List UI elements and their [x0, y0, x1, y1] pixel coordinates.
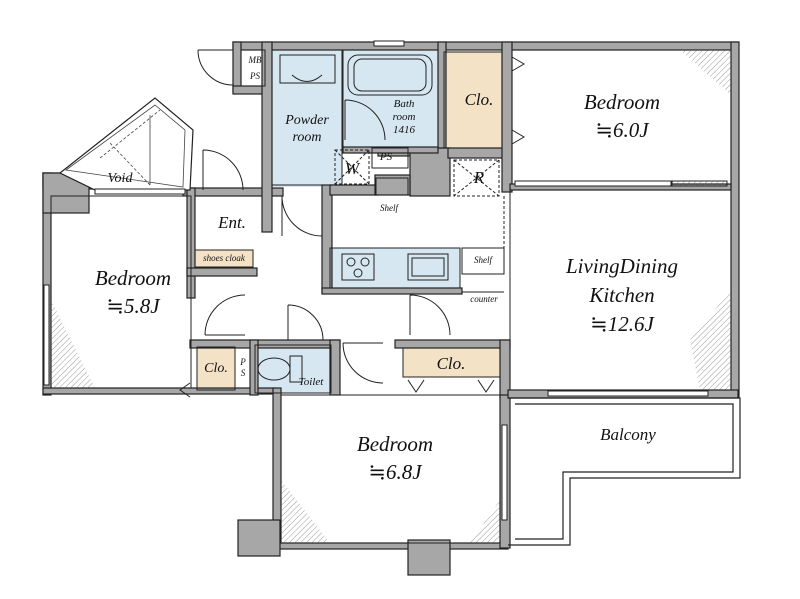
ps-toilet-label-2: S: [240, 368, 246, 378]
ps-toilet-label-1: P: [240, 357, 246, 367]
bedroom-ne-name: Bedroom: [583, 90, 661, 114]
hatches: [51, 50, 731, 543]
closet-mid-fill: [403, 348, 500, 377]
doors: [179, 49, 525, 398]
ldk-size: ≒12.6J: [590, 312, 654, 336]
entrance-name: Ent.: [218, 213, 246, 232]
ldk-name-line1: LivingDining: [565, 254, 679, 278]
room-outlines: [50, 49, 732, 544]
shoes-cloak-fill: [195, 250, 253, 267]
powder-line1: Powder: [285, 113, 329, 128]
powder-fill: [272, 47, 342, 187]
bedroom-s-name: Bedroom: [356, 432, 434, 456]
toilet-fill: [255, 345, 331, 393]
shelf-kitchen-label: Shelf: [474, 255, 492, 265]
mb-label-2: PS: [250, 71, 260, 81]
bedroom-s-size: ≒6.8J: [368, 460, 422, 484]
closet-top-label: Clo.: [464, 90, 494, 109]
mb-label-1: MB: [248, 55, 262, 65]
closet-mid-label: Clo.: [436, 354, 466, 373]
counter-label: counter: [470, 294, 498, 304]
toilet-name: Toilet: [298, 376, 324, 388]
bedroom-w-size: ≒5.8J: [106, 294, 160, 318]
windows: [43, 40, 728, 521]
balcony-name: Balcony: [600, 425, 656, 444]
bath-line2: room: [392, 111, 416, 123]
shoes-cloak-label: shoes cloak: [203, 253, 245, 263]
void-area: [58, 97, 194, 191]
fill-areas: [195, 47, 502, 393]
bath-line1: Bath: [393, 98, 415, 110]
bath-fill: [343, 47, 438, 147]
closet-top-fill: [444, 52, 502, 148]
powder-line2: room: [292, 130, 322, 145]
void-name: Void: [107, 171, 133, 186]
washer-label: W: [344, 159, 360, 178]
ldk-name-line2: Kitchen: [589, 283, 655, 307]
fridge-label: R: [473, 168, 485, 187]
closet-small-fill: [197, 347, 235, 390]
shelf-hall-label: Shelf: [380, 203, 398, 213]
closet-small-label: Clo.: [204, 361, 228, 376]
bedroom-ne-size: ≒6.0J: [595, 118, 649, 142]
bedroom-w-name: Bedroom: [94, 266, 172, 290]
ps-bath-label: PS: [379, 151, 393, 163]
bath-line3: 1416: [393, 124, 415, 136]
kitchen-counter-fill: [330, 248, 460, 288]
balcony-outline: [508, 397, 741, 546]
